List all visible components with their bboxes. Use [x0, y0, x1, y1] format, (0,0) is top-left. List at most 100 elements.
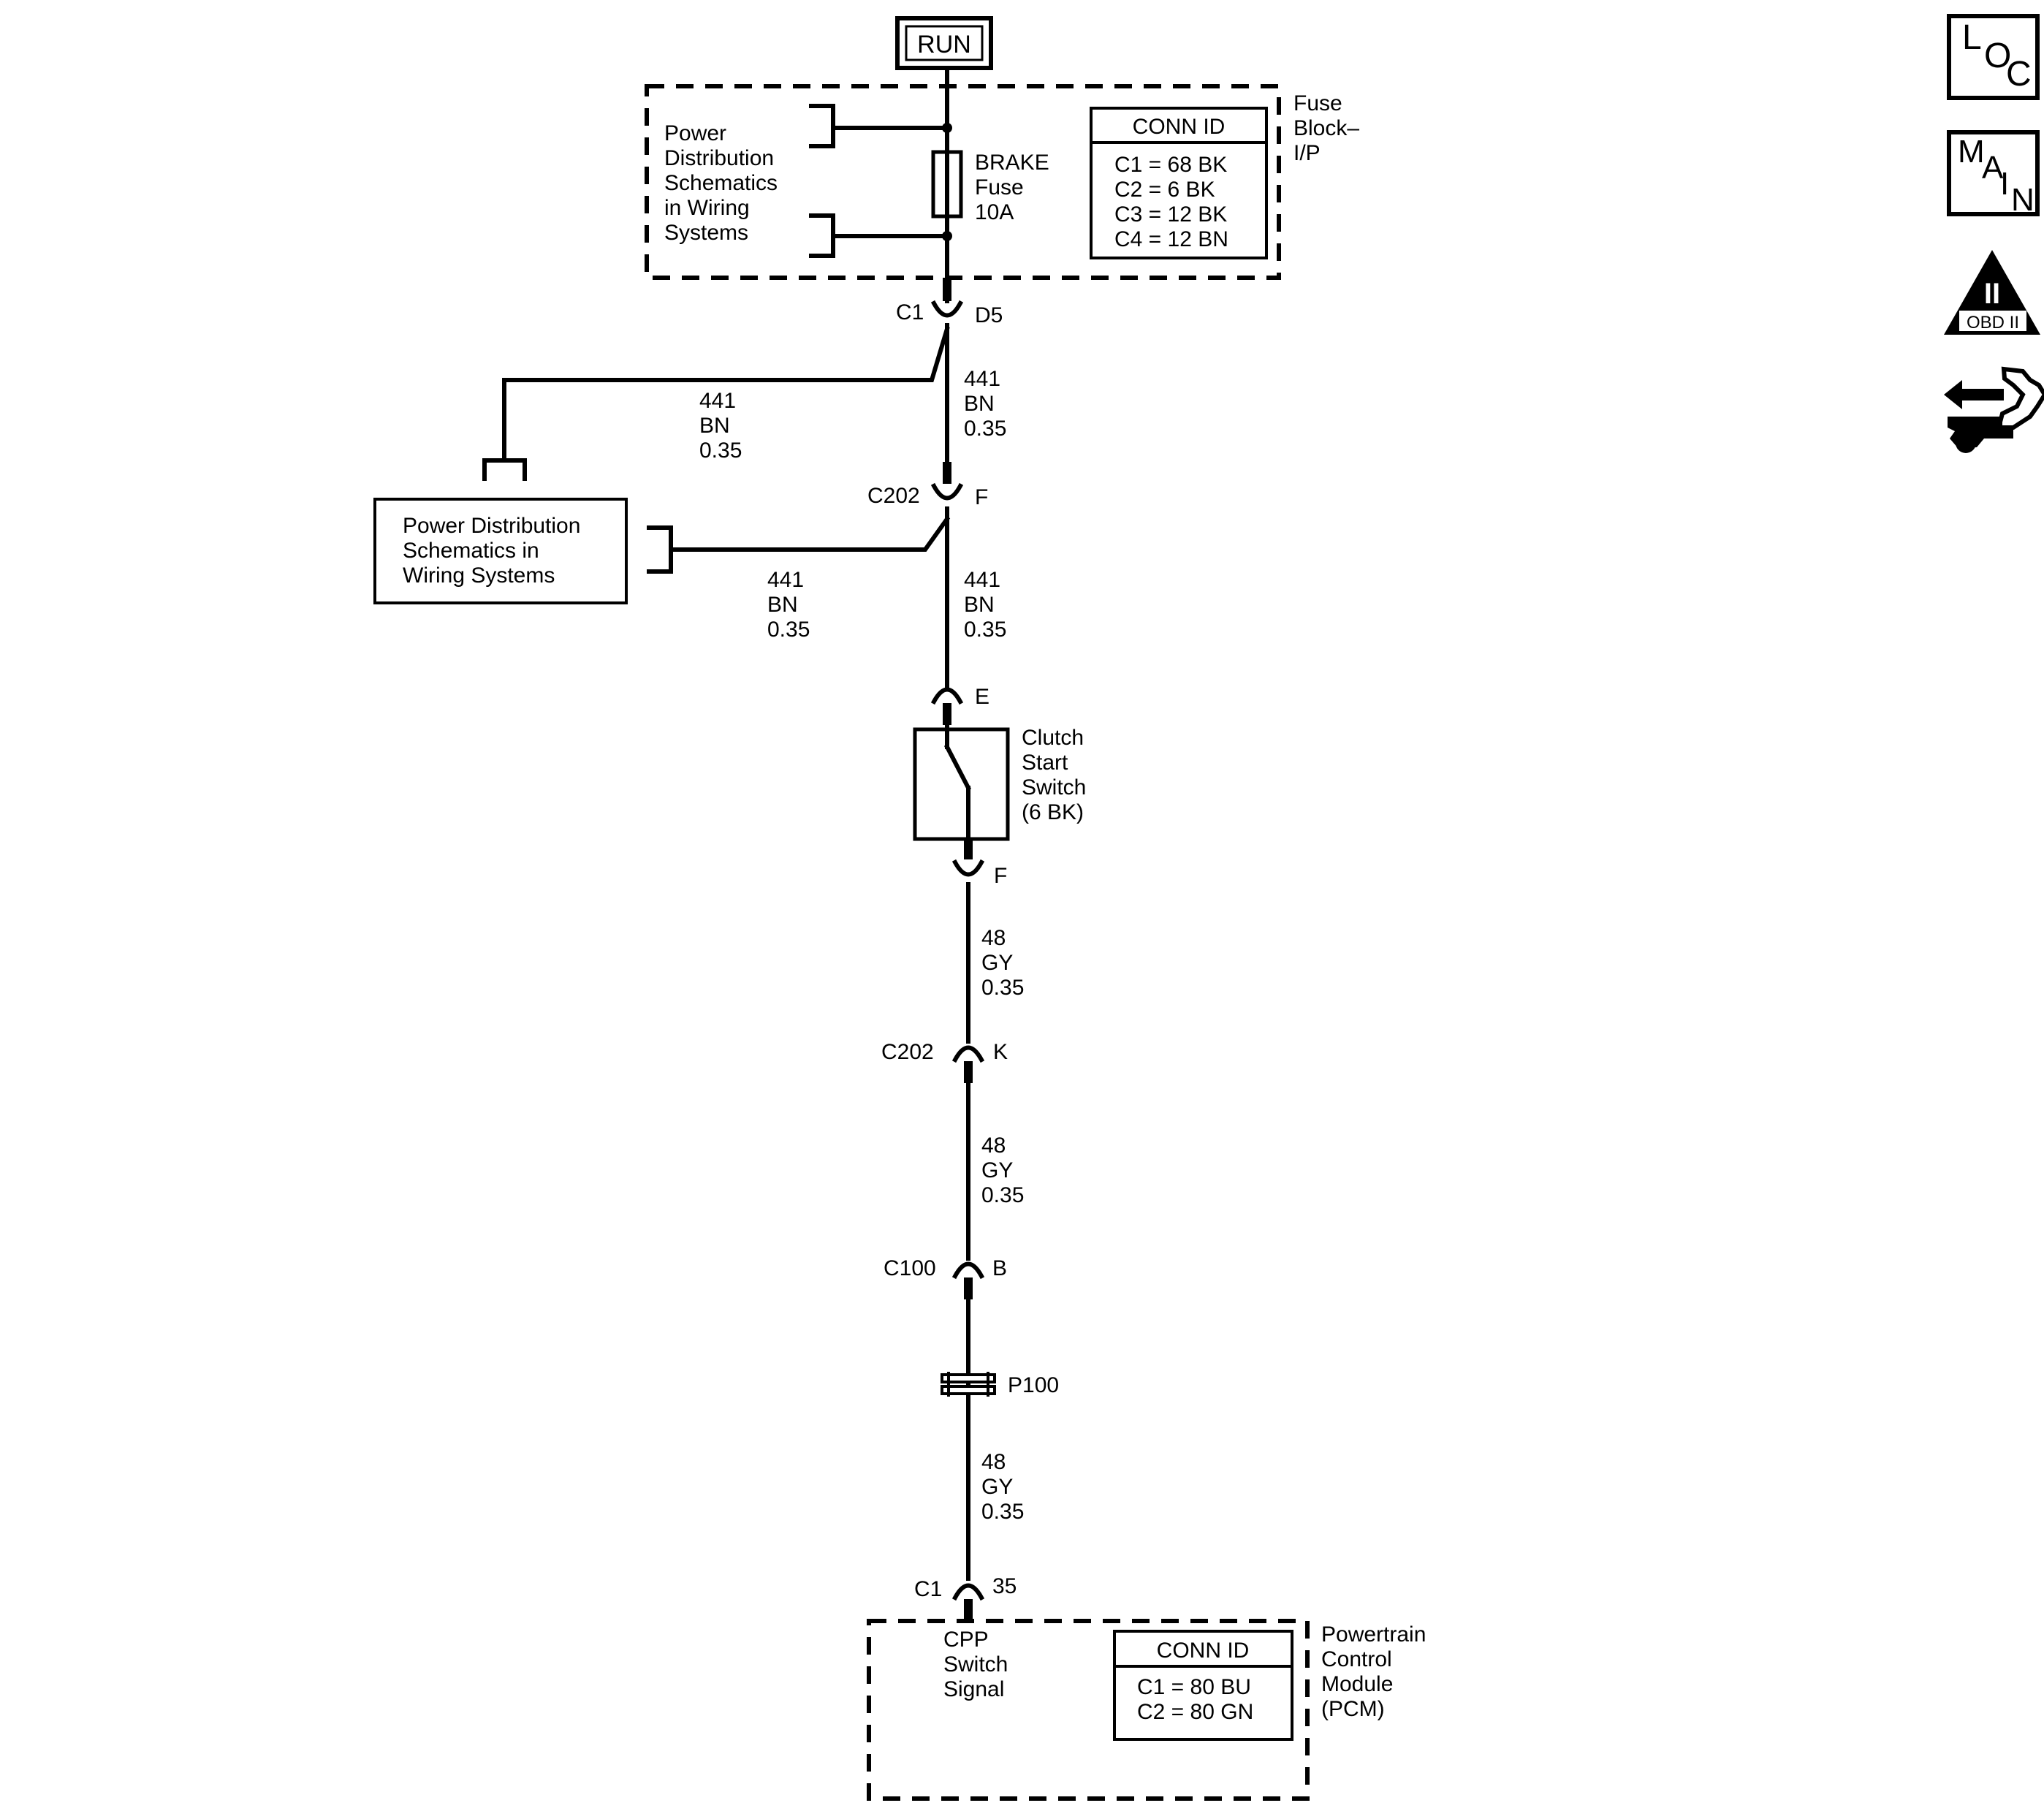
svg-text:0.35: 0.35 [699, 438, 742, 463]
svg-text:Block–: Block– [1293, 116, 1359, 140]
svg-text:Start: Start [1022, 751, 1068, 775]
ref-bracket-lower [809, 213, 835, 258]
svg-text:Systems: Systems [664, 221, 748, 245]
svg-text:441: 441 [767, 568, 804, 592]
wire-441-branch-2-label: 441 BN 0.35 [767, 568, 810, 642]
svg-text:BN: BN [767, 593, 798, 617]
svg-text:48: 48 [981, 926, 1006, 950]
svg-text:C1 = 68 BK: C1 = 68 BK [1114, 153, 1227, 177]
c100-name: C100 [884, 1256, 936, 1280]
power-distribution-box[interactable]: Power Distribution Schematics in Wiring … [373, 498, 628, 604]
svg-text:Fuse: Fuse [975, 175, 1024, 200]
power-dist-branch-connector [482, 458, 527, 481]
svg-text:N: N [2011, 182, 2034, 218]
svg-text:0.35: 0.35 [964, 417, 1006, 441]
svg-text:BRAKE: BRAKE [975, 151, 1049, 175]
svg-text:I/P: I/P [1293, 141, 1321, 165]
connector-c202-k[interactable] [951, 1045, 985, 1084]
switch-in-pin: E [975, 685, 989, 709]
pcm-c1-name: C1 [914, 1577, 942, 1601]
svg-text:CPP: CPP [943, 1628, 989, 1652]
svg-text:Switch: Switch [1022, 775, 1086, 800]
svg-text:(PCM): (PCM) [1321, 1697, 1385, 1721]
svg-text:OBD II: OBD II [1967, 313, 2019, 333]
connector-tool-icon[interactable] [1944, 366, 2044, 453]
brake-fuse[interactable] [931, 126, 963, 238]
svg-text:M: M [1958, 134, 1985, 170]
power-dist-box-bracket [647, 525, 673, 574]
svg-text:O: O [1984, 37, 2011, 75]
pcm-boundary [867, 1619, 1310, 1801]
svg-text:Module: Module [1321, 1672, 1393, 1696]
svg-text:II: II [1984, 278, 2000, 310]
svg-text:48: 48 [981, 1450, 1006, 1474]
pcm-c1-pin: 35 [992, 1574, 1017, 1598]
wire-441-branch-1[interactable] [502, 326, 950, 463]
connector-pcm-c1-35[interactable] [951, 1583, 985, 1623]
clutch-start-switch[interactable] [913, 724, 1010, 843]
svg-text:Power Distribution: Power Distribution [403, 514, 580, 538]
svg-text:L: L [1962, 18, 1982, 57]
svg-text:Wiring Systems: Wiring Systems [403, 563, 555, 588]
svg-text:441: 441 [964, 568, 1000, 592]
connector-switch-e[interactable] [930, 687, 964, 726]
c202-top-name: C202 [867, 484, 920, 508]
pass-through-p100[interactable] [941, 1372, 996, 1397]
ref-bracket-upper [809, 104, 835, 148]
svg-text:0.35: 0.35 [981, 1183, 1024, 1207]
svg-text:I: I [2000, 166, 2009, 202]
svg-text:CONN ID: CONN ID [1157, 1639, 1250, 1663]
svg-text:Distribution: Distribution [664, 146, 774, 170]
switch-out-pin: F [994, 864, 1007, 888]
wire-441-main-2-label: 441 BN 0.35 [964, 568, 1006, 642]
svg-text:Schematics in: Schematics in [403, 539, 539, 563]
pcm-conn-id-table: CONN ID C1 = 80 BU C2 = 80 GN [1113, 1630, 1293, 1741]
wire-441-branch-2[interactable] [669, 515, 951, 552]
svg-text:CONN ID: CONN ID [1133, 115, 1226, 139]
svg-text:(6 BK): (6 BK) [1022, 800, 1084, 824]
svg-text:BN: BN [964, 593, 995, 617]
c202-bottom-pin: K [993, 1040, 1008, 1064]
svg-text:441: 441 [964, 367, 1000, 391]
svg-text:0.35: 0.35 [964, 618, 1006, 642]
svg-text:BN: BN [699, 414, 730, 438]
fuse-block-name: Fuse Block– I/P [1293, 91, 1359, 165]
loc-icon[interactable]: L O C [1947, 14, 2040, 100]
c1-top-pin: D5 [975, 303, 1003, 327]
brake-fuse-label: BRAKE Fuse 10A [975, 151, 1049, 224]
svg-text:C1 = 80 BU: C1 = 80 BU [1137, 1675, 1251, 1699]
svg-text:C2 = 6 BK: C2 = 6 BK [1114, 178, 1215, 202]
svg-text:0.35: 0.35 [981, 1500, 1024, 1524]
clutch-switch-label: Clutch Start Switch (6 BK) [1022, 726, 1086, 824]
svg-text:Control: Control [1321, 1647, 1392, 1671]
svg-text:Switch: Switch [943, 1652, 1008, 1677]
main-icon[interactable]: M A I N [1947, 130, 2040, 218]
svg-text:0.35: 0.35 [767, 618, 810, 642]
run-source[interactable]: RUN [895, 16, 993, 70]
connector-c100-b[interactable] [951, 1261, 985, 1300]
svg-text:C4 = 12 BN: C4 = 12 BN [1114, 227, 1228, 251]
svg-text:in Wiring: in Wiring [664, 196, 750, 220]
connector-c202-f[interactable] [930, 462, 964, 501]
svg-text:A: A [1982, 150, 2004, 186]
connector-switch-f[interactable] [951, 840, 985, 877]
wire-48-segment-2-label: 48 GY 0.35 [981, 1134, 1024, 1207]
svg-text:C: C [2006, 55, 2032, 94]
wire-441-main-1-label: 441 BN 0.35 [964, 367, 1006, 441]
svg-text:10A: 10A [975, 200, 1014, 224]
svg-text:441: 441 [699, 389, 736, 413]
c202-bottom-name: C202 [881, 1040, 934, 1064]
c1-top-name: C1 [896, 300, 924, 324]
svg-text:GY: GY [981, 1475, 1013, 1499]
svg-text:BN: BN [964, 392, 995, 416]
p100-name: P100 [1008, 1373, 1059, 1397]
fuse-block-power-ref[interactable]: Power Distribution Schematics in Wiring … [664, 121, 778, 245]
fuse-block-conn-id-table: CONN ID C1 = 68 BK C2 = 6 BK C3 = 12 BK … [1090, 107, 1268, 259]
svg-text:Fuse: Fuse [1293, 91, 1342, 115]
svg-text:Clutch: Clutch [1022, 726, 1084, 750]
svg-text:GY: GY [981, 1158, 1013, 1182]
obd-ii-icon[interactable]: II OBD II [1944, 250, 2040, 335]
fuse-block-boundary [645, 84, 1281, 280]
svg-text:48: 48 [981, 1134, 1006, 1158]
